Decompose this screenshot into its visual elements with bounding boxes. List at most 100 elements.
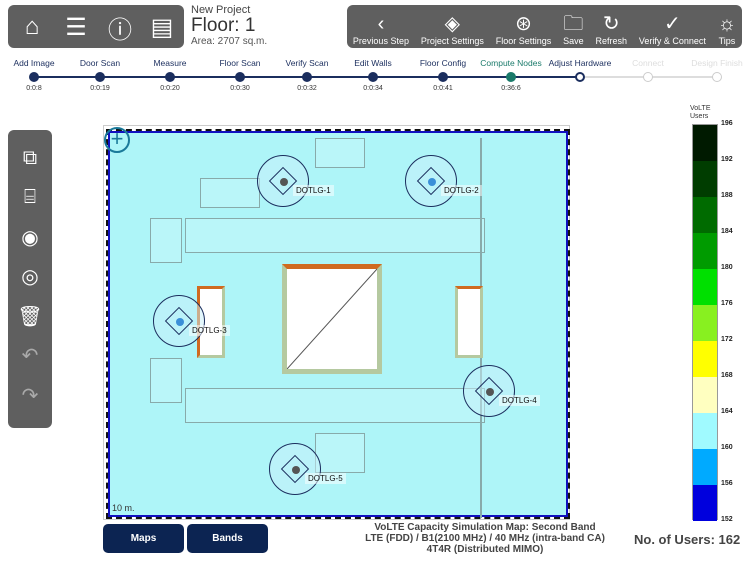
zoom-in-icon[interactable]: + [104, 127, 130, 153]
trash-icon[interactable]: 🗑 [17, 305, 43, 328]
timeline-step[interactable]: Floor Scan 0:0:30 [195, 58, 285, 92]
step-name: Floor Scan [219, 58, 261, 68]
step-name: Add Image [13, 58, 55, 68]
refresh-button[interactable]: ↻Refresh [590, 5, 633, 48]
step-name: Verify Scan [285, 58, 329, 68]
notebook-icon[interactable]: ▤ [150, 13, 174, 41]
timeline-step[interactable]: Adjust Hardware [535, 58, 625, 85]
step-time: 0:0:30 [230, 85, 250, 92]
target-icon[interactable]: ◎ [21, 266, 39, 288]
node-dot [486, 388, 494, 396]
step-time: 0:0:32 [297, 85, 317, 92]
project-settings-icon: ◈ [444, 13, 461, 35]
step-time: 0:0:34 [363, 85, 383, 92]
tool-sidebar: ⧉ ⌸ ◉ ◎ 🗑 ↶ ↷ [8, 130, 52, 428]
node-dot [292, 466, 300, 474]
room [315, 138, 365, 168]
toolbar-label: Previous Step [352, 36, 409, 46]
node-marker[interactable] [257, 155, 309, 207]
floorplan-icon[interactable]: ⧉ [22, 146, 38, 169]
room [150, 358, 182, 403]
step-name: Connect [632, 58, 664, 68]
step-name: Measure [153, 58, 187, 68]
legend-band [693, 233, 717, 269]
caption-line: VoLTE Capacity Simulation Map: Second Ba… [374, 522, 596, 533]
node-marker[interactable] [269, 443, 321, 495]
legend-tick: 156 [721, 480, 733, 487]
toolbar-label: Verify & Connect [638, 36, 706, 46]
timeline-step[interactable]: Compute Nodes 0:36:6 [466, 58, 556, 92]
info-search-icon[interactable]: ⓘ [108, 16, 132, 44]
step-name: Design Finish [691, 58, 743, 68]
timeline-step[interactable]: Add Image 0:0:8 [0, 58, 79, 92]
step-marker [165, 72, 175, 82]
map-caption: VoLTE Capacity Simulation Map: Second Ba… [340, 522, 630, 555]
legend-band [693, 125, 717, 161]
user-count: No. of Users: 162 [634, 532, 741, 547]
toolbar-label: Tips [718, 36, 736, 46]
node-marker[interactable] [153, 295, 205, 347]
room [185, 388, 485, 423]
lightbulb-button[interactable]: ☼Tips [712, 5, 742, 48]
project-name: New Project [191, 4, 251, 16]
check-button[interactable]: ✓Verify & Connect [633, 5, 712, 48]
redo-icon[interactable]: ↷ [21, 384, 39, 407]
legend-band [693, 305, 717, 341]
timeline-step[interactable]: Verify Scan 0:0:32 [262, 58, 352, 92]
eye-icon[interactable]: ◉ [21, 226, 39, 249]
timeline-step[interactable]: Design Finish [672, 58, 750, 85]
node-marker[interactable] [405, 155, 457, 207]
step-marker [643, 72, 653, 82]
layers-icon[interactable]: ☰ [65, 13, 87, 41]
action-toolbar: ‹Previous Step◈Project Settings⊛Floor Se… [347, 5, 742, 48]
folder-icon: 🗀 [563, 13, 584, 35]
room [185, 218, 485, 253]
floor-settings-button[interactable]: ⊛Floor Settings [490, 5, 557, 48]
maps-button[interactable]: Maps [103, 524, 184, 553]
timeline-step[interactable]: Connect [603, 58, 693, 85]
undo-icon[interactable]: ↶ [21, 345, 39, 367]
legend-band [693, 269, 717, 305]
chevron-left-icon: ‹ [377, 13, 385, 35]
lightbulb-icon: ☼ [717, 13, 737, 35]
legend-tick: 172 [721, 336, 733, 343]
scale-label: 10 m. [112, 503, 135, 513]
step-time: 0:36:6 [501, 85, 521, 92]
legend-band [693, 449, 717, 485]
home-icon[interactable]: ⌂ [24, 13, 40, 40]
node-label: DOTLG-1 [293, 185, 334, 196]
chevron-left-button[interactable]: ‹Previous Step [347, 5, 415, 48]
project-settings-button[interactable]: ◈Project Settings [415, 5, 490, 48]
legend-title-line: Users [690, 113, 709, 120]
cylinder-icon[interactable]: ⌸ [24, 186, 36, 208]
room [150, 218, 182, 263]
step-marker [506, 72, 516, 82]
step-time: 0:0:8 [26, 85, 42, 92]
bands-button[interactable]: Bands [187, 524, 268, 553]
floor-area: Area: 2707 sq.m. [191, 36, 268, 47]
legend-tick: 164 [721, 408, 733, 415]
step-name: Compute Nodes [480, 58, 542, 68]
node-label: DOTLG-2 [441, 185, 482, 196]
caption-line: LTE (FDD) / B1(2100 MHz) / 40 MHz (intra… [365, 533, 605, 544]
legend-tick: 168 [721, 372, 733, 379]
toolbar-label: Project Settings [420, 36, 484, 46]
refresh-icon: ↻ [602, 13, 620, 35]
legend-tick: 160 [721, 444, 733, 451]
node-marker[interactable] [463, 365, 515, 417]
atrium-right [455, 286, 483, 358]
legend-band [693, 413, 717, 449]
step-marker [575, 72, 585, 82]
step-name: Adjust Hardware [548, 58, 612, 68]
atrium-center [282, 264, 382, 374]
folder-button[interactable]: 🗀Save [557, 5, 589, 48]
step-marker [302, 72, 312, 82]
node-label: DOTLG-5 [305, 473, 346, 484]
